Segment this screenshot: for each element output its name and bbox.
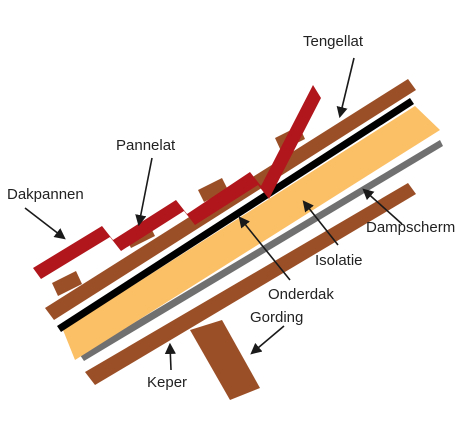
- isolatie-leader: [302, 200, 339, 246]
- pannelat-label: Pannelat: [116, 137, 176, 154]
- gording-beam: [190, 320, 260, 400]
- onderdak-line: [57, 98, 414, 332]
- dakpannen-tiles: [33, 85, 321, 279]
- dampscherm-line: [80, 140, 443, 361]
- dakpannen-label: Dakpannen: [7, 186, 84, 203]
- dakpannen-leader: [24, 207, 66, 240]
- pannelat-batten: [198, 178, 228, 202]
- gording-label: Gording: [250, 309, 303, 326]
- keper-leader: [164, 342, 176, 371]
- tengellat-label: Tengellat: [303, 33, 364, 50]
- onderdak-label: Onderdak: [268, 286, 334, 303]
- dampscherm-leader: [362, 188, 403, 225]
- keper-label: Keper: [147, 374, 187, 391]
- isolatie-label: Isolatie: [315, 252, 363, 269]
- keper-band: [85, 183, 416, 385]
- gording-leader: [250, 325, 285, 355]
- onderdak-leader: [238, 216, 291, 281]
- pannelat-batten: [52, 271, 82, 296]
- dampscherm-label: Dampscherm: [366, 219, 455, 236]
- tengellat-leader: [336, 57, 355, 119]
- pannelat-leader: [135, 157, 153, 227]
